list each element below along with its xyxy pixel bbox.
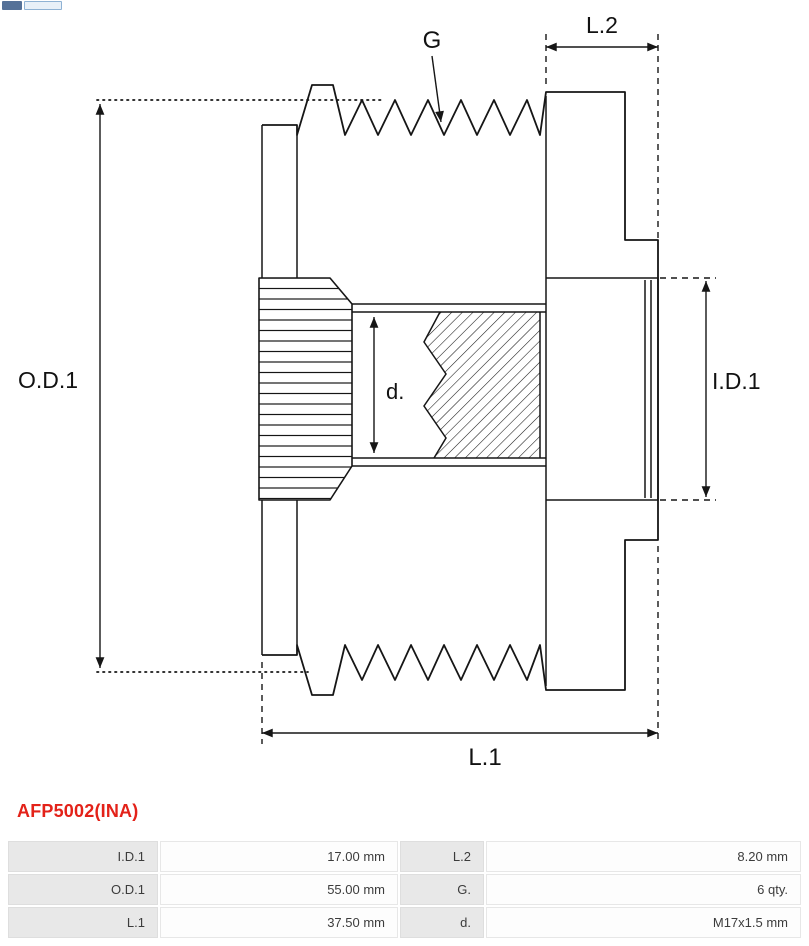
thread-zigzag-edge: [423, 311, 447, 459]
g-leader-line: [431, 55, 444, 123]
spec-value-od1: 55.00 mm: [160, 874, 398, 905]
brand-logo: [2, 1, 62, 10]
l2-label: L.2: [586, 12, 618, 38]
spec-label-g: G.: [400, 874, 484, 905]
brand-logo-mark: [2, 1, 22, 10]
brand-logo-box: [24, 1, 62, 10]
id1-extension-lines: [660, 277, 716, 501]
spec-table: I.D.1 17.00 mm L.2 8.20 mm O.D.1 55.00 m…: [8, 841, 801, 938]
pulley-body: [258, 84, 659, 696]
pulley-technical-drawing: O.D.1 I.D.1 L.2 L.1 G d.: [18, 12, 761, 771]
thread-hatch: [424, 312, 540, 458]
spec-value-d: M17x1.5 mm: [486, 907, 801, 938]
dim-id1: I.D.1: [660, 277, 761, 501]
id1-label: I.D.1: [712, 368, 761, 394]
spec-label-od1: O.D.1: [8, 874, 158, 905]
dim-od1: O.D.1: [18, 99, 383, 673]
dim-d: d.: [369, 317, 404, 453]
spec-value-l1: 37.50 mm: [160, 907, 398, 938]
dim-g: G: [423, 27, 444, 123]
l1-extension-lines: [261, 546, 659, 744]
od1-extension-lines: [96, 99, 383, 673]
spec-value-g: 6 qty.: [486, 874, 801, 905]
l1-label: L.1: [468, 744, 501, 771]
part-number: AFP5002(INA): [17, 801, 139, 821]
od1-label: O.D.1: [18, 367, 78, 393]
d-label: d.: [386, 379, 404, 404]
spec-value-l2: 8.20 mm: [486, 841, 801, 872]
dim-l2: L.2: [545, 12, 659, 238]
spec-value-id1: 17.00 mm: [160, 841, 398, 872]
l2-extension-lines: [545, 34, 659, 238]
spec-label-l2: L.2: [400, 841, 484, 872]
spec-label-d: d.: [400, 907, 484, 938]
g-label: G: [423, 27, 442, 54]
dim-l1: L.1: [261, 546, 659, 771]
spec-label-id1: I.D.1: [8, 841, 158, 872]
spec-label-l1: L.1: [8, 907, 158, 938]
knurl-hatch: [258, 277, 353, 501]
